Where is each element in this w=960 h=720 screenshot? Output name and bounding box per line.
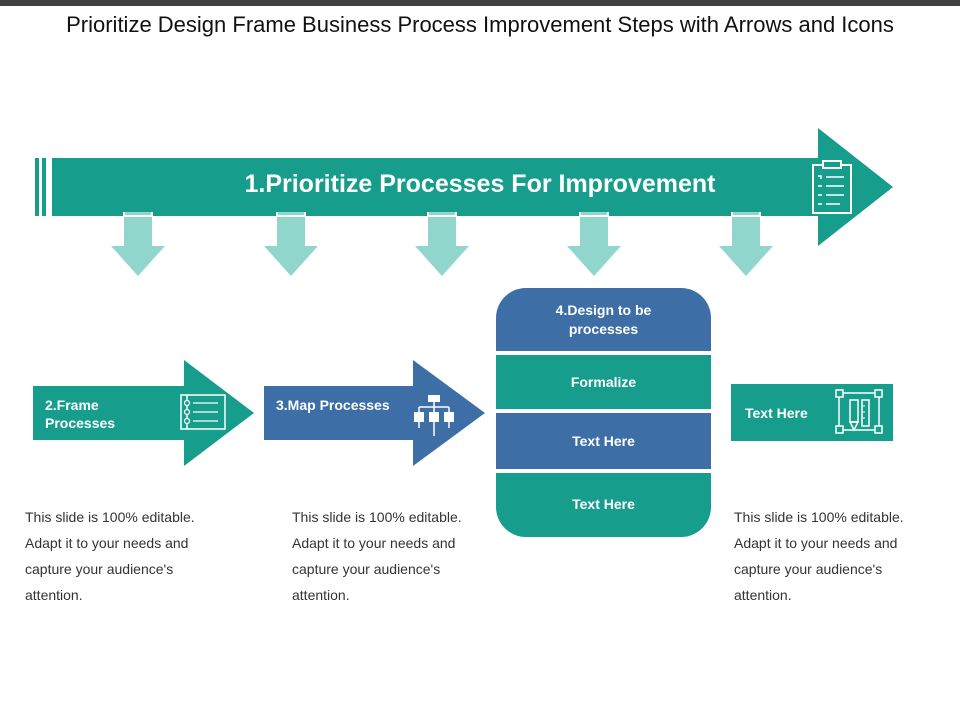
down-arrow-4 (567, 212, 621, 276)
description-1: This slide is 100% editable. Adapt it to… (25, 509, 195, 603)
design-processes-header: 4.Design to be processes (496, 288, 711, 351)
down-arrow-5 (719, 212, 773, 276)
down-arrow-3 (415, 212, 469, 276)
stack-item-2: Text Here (496, 413, 711, 469)
map-processes-label: 3.Map Processes (276, 397, 390, 413)
stack-item-label: Text Here (572, 496, 635, 512)
clipboard-checklist-icon (812, 160, 852, 214)
stack-item-3: Text Here (496, 473, 711, 537)
stack-item-formalize: Formalize (496, 355, 711, 409)
description-2: This slide is 100% editable. Adapt it to… (292, 509, 462, 603)
stack-item-label: Text Here (572, 433, 635, 449)
stack-item-label: Formalize (570, 374, 637, 390)
design-tools-icon (835, 389, 883, 434)
org-chart-icon (414, 395, 454, 436)
description-3: This slide is 100% editable. Adapt it to… (734, 509, 904, 603)
frame-processes-label: 2.Frame Processes (45, 397, 116, 431)
banner-label: 1.Prioritize Processes For Improvement (244, 170, 716, 198)
map-processes-arrow (264, 360, 485, 466)
top-border (0, 0, 960, 6)
down-arrow-1 (111, 212, 165, 276)
list-checklist-icon (180, 394, 226, 430)
text-here-box-label: Text Here (745, 405, 808, 421)
frame-processes-arrow (33, 360, 254, 466)
down-arrow-2 (264, 212, 318, 276)
design-processes-header-label: 4.Design to be processes (555, 301, 652, 337)
slide-title: Prioritize Design Frame Business Process… (66, 12, 894, 37)
